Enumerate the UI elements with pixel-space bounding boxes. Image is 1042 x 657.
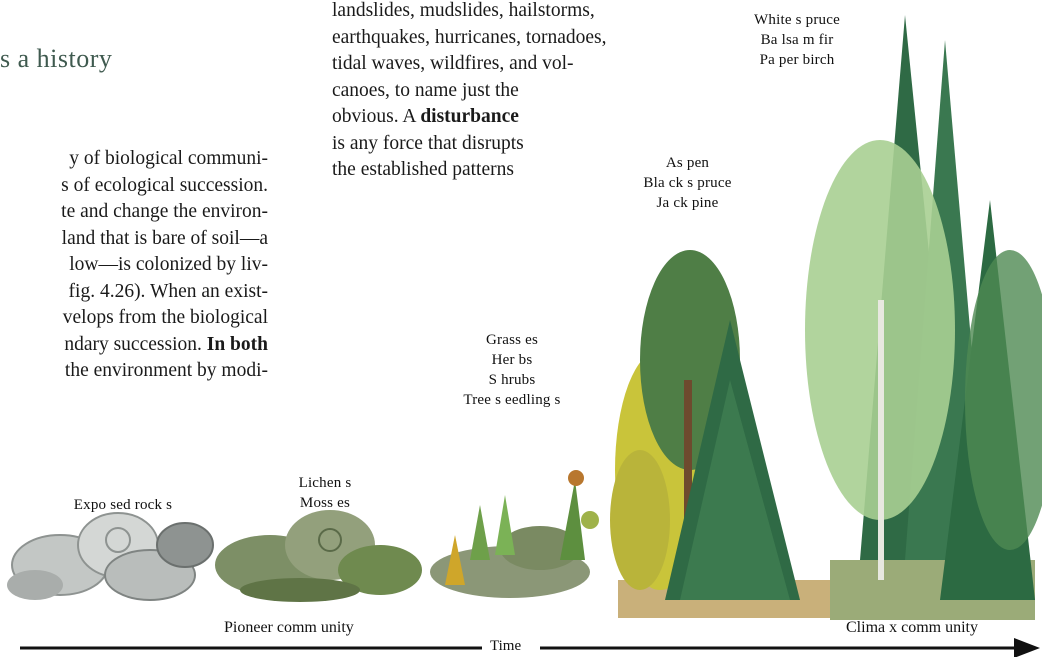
stage-label-line: Grass es [432,330,592,350]
stage-label-line: Her bs [432,350,592,370]
time-arrow [20,638,1040,657]
grasses-shrubs-illustration [430,470,599,598]
stage-label-line: Pa per birch [722,50,872,70]
spruce-fir-birch-illustration [805,15,1042,620]
climax-community-label: Clima x comm unity [846,619,978,637]
exposed-rocks-illustration [7,513,213,600]
pioneer-community-label: Pioneer comm unity [224,619,354,637]
stage-label-line: Lichen s [270,473,380,493]
stage-label-line: Bla ck s pruce [615,173,760,193]
stage-label-line: Tree s eedling s [432,390,592,410]
stage-label-line: Ja ck pine [615,193,760,213]
stage-label-line: S hrubs [432,370,592,390]
stage-label-line: Moss es [270,493,380,513]
stage-label-line: As pen [615,153,760,173]
time-label: Time [490,638,521,655]
stage-label-line: White s pruce [722,10,872,30]
label-exposed-rocks: Expo sed rock s [48,495,198,515]
stage-label-line: Expo sed rock s [48,495,198,515]
lichen-moss-illustration [215,510,422,602]
stage-label-line: Ba lsa m fir [722,30,872,50]
